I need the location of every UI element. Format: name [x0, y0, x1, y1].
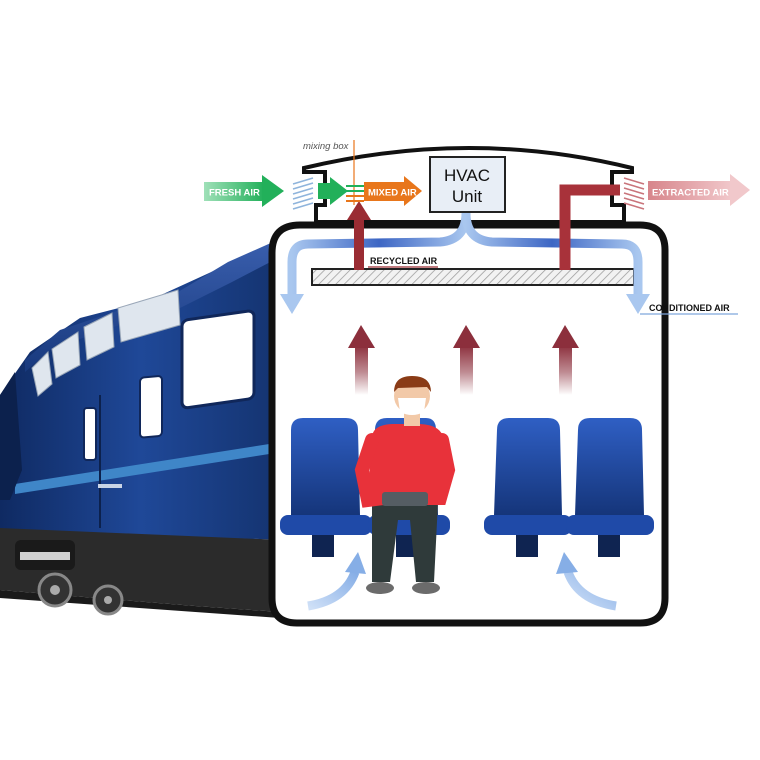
- hvac-unit: [429, 156, 506, 213]
- hvac-unit-label-line1: HVAC: [444, 166, 490, 185]
- mixed-air-label: MIXED AIR: [368, 188, 417, 199]
- floor-arrow-right-icon: [556, 552, 578, 574]
- rising-arrow-icon: [453, 325, 480, 348]
- passenger: [354, 376, 456, 594]
- ceiling-diffuser-plate: [311, 268, 635, 286]
- fresh-air-label: FRESH AIR: [209, 188, 260, 199]
- extract-louver-icon: [623, 177, 645, 210]
- seat-row-right: [484, 418, 654, 557]
- recycled-arrow-up-icon: [347, 201, 371, 220]
- fresh-arrow-inner-icon: [330, 177, 348, 205]
- floor-arrow-left-icon: [345, 552, 366, 574]
- tablet-icon: [382, 492, 428, 506]
- conditioned-air-flow: [280, 212, 650, 314]
- rising-air-arrows: [348, 325, 579, 395]
- rising-arrow-icon: [552, 325, 579, 348]
- fresh-air-louver-icon: [292, 177, 314, 210]
- train-car: [0, 238, 282, 618]
- conditioned-air-label: CONDITIONED AIR: [649, 303, 730, 313]
- extracted-air-flow: [559, 174, 750, 270]
- conditioned-arrow-right-icon: [626, 294, 650, 314]
- recycled-air-label: RECYCLED AIR: [370, 256, 438, 266]
- recycled-air-flow: [347, 201, 371, 270]
- mixed-air-flow: [364, 176, 422, 206]
- extracted-arrow-icon: [730, 174, 750, 206]
- fresh-air-flow: [204, 175, 348, 207]
- conditioned-arrow-left-icon: [280, 294, 304, 314]
- mixing-box-icon: [346, 140, 364, 205]
- extracted-air-label: EXTRACTED AIR: [652, 188, 729, 199]
- mixed-arrow-icon: [404, 176, 422, 206]
- fresh-arrow-icon: [262, 175, 284, 207]
- bogie: [15, 540, 124, 616]
- rising-arrow-icon: [348, 325, 375, 348]
- floor-air-arrows: [307, 552, 617, 611]
- hvac-unit-label-line2: Unit: [452, 187, 483, 206]
- mixing-box-label: mixing box: [303, 141, 350, 152]
